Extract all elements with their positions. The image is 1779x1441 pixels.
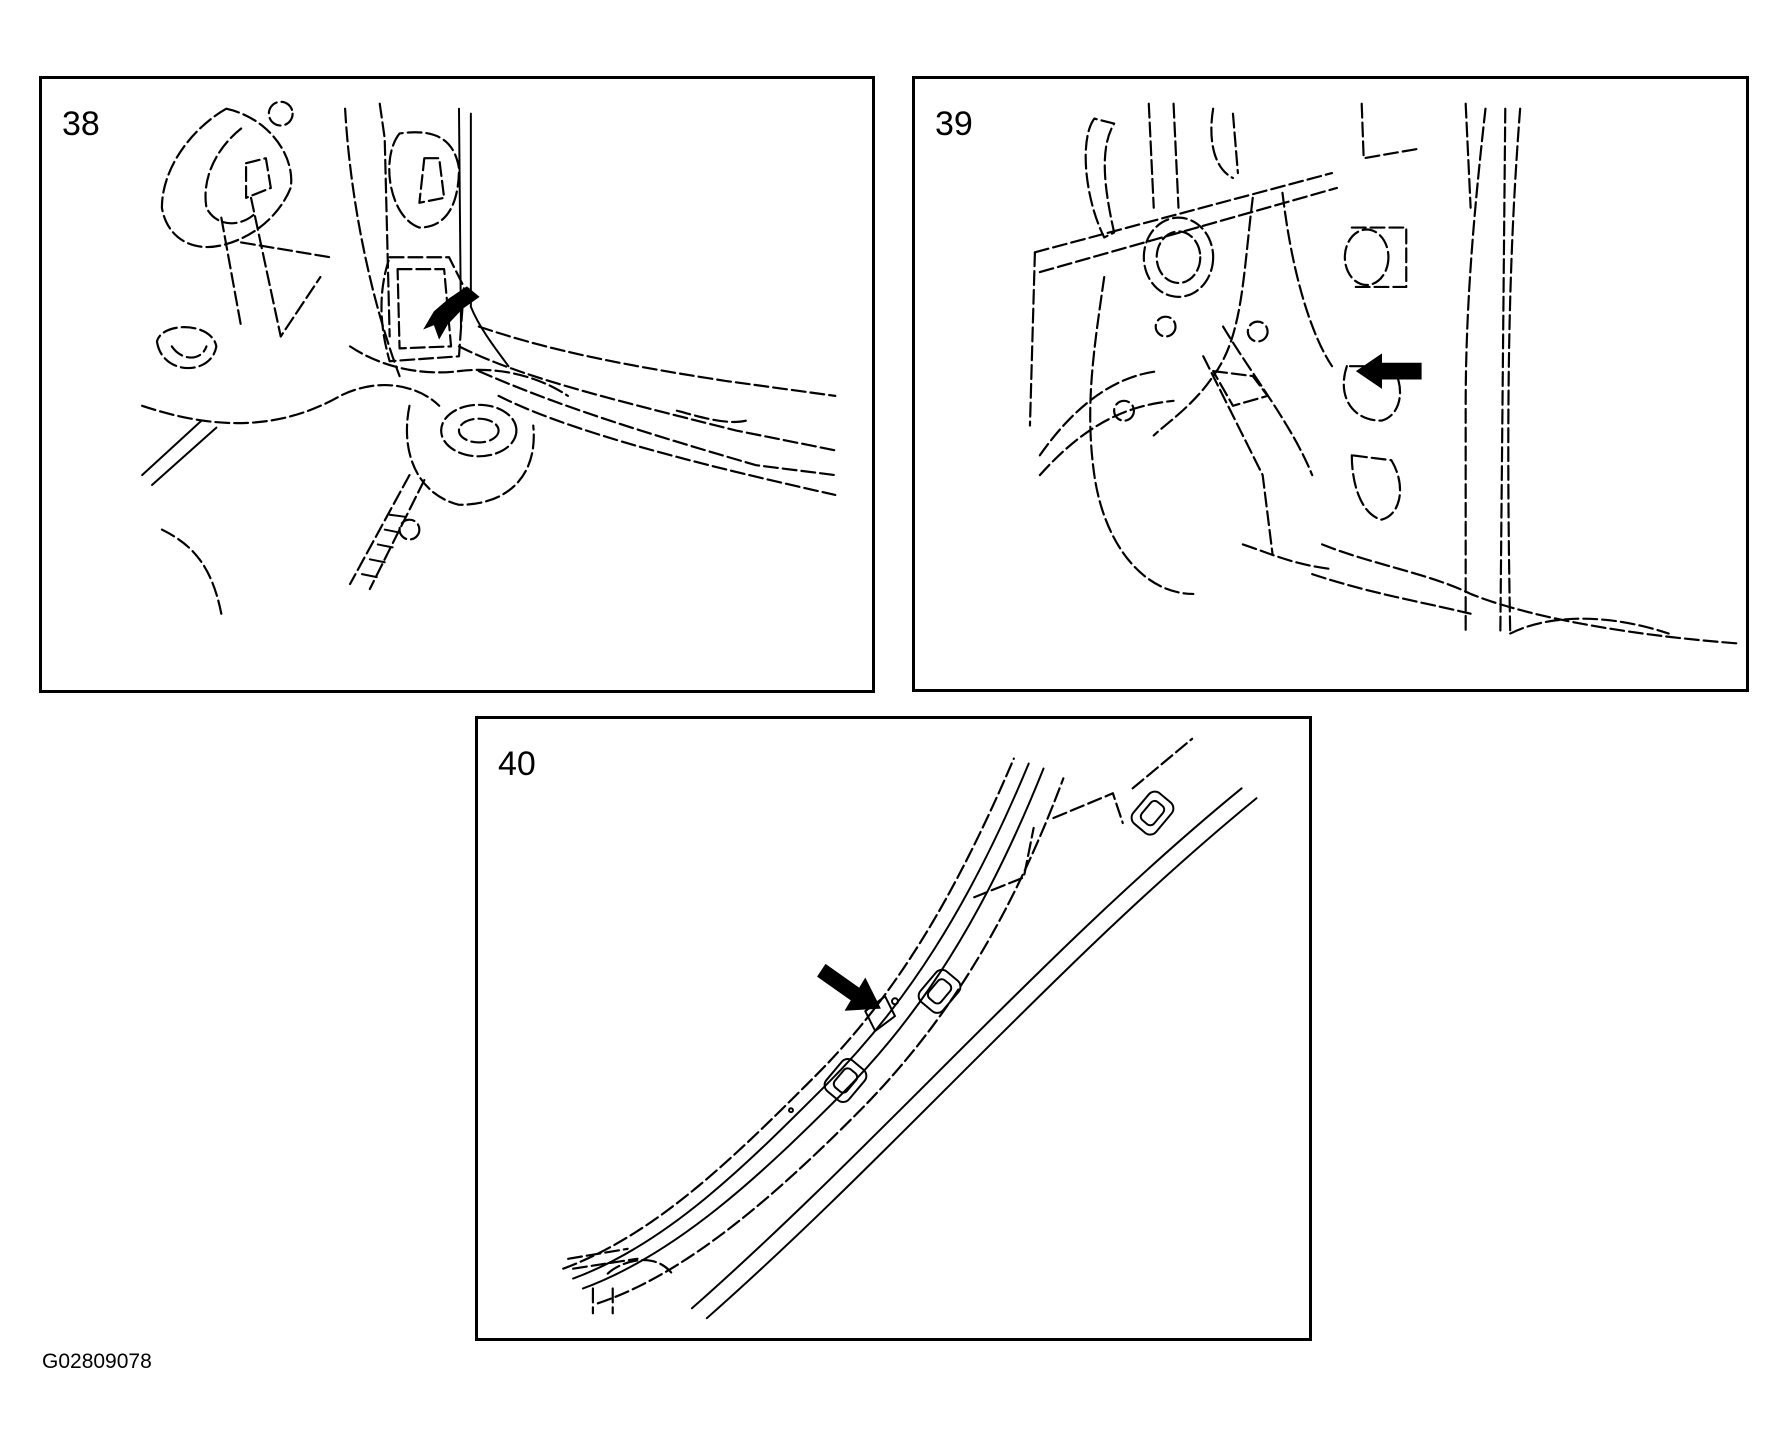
retainer-clip-3 [823,1058,868,1103]
strap-line-2 [368,478,426,591]
bottom-sweep-3 [1509,617,1670,635]
upper-verticals [1147,102,1180,209]
mirror-housing-outline [160,107,293,249]
upper-left-post [1084,117,1116,239]
round-hole-left-inner [1155,230,1202,285]
a-pillar-line-outer [344,107,401,378]
center-curve-2 [1281,191,1334,368]
bottom-sweep-1 [1320,543,1740,645]
rail-end-lines [567,1247,639,1270]
a-pillar-line-solid-2 [469,112,510,368]
panel-38-drawing [141,100,837,615]
figure-id: G02809078 [42,1350,152,1373]
arrow-indicator-39 [1355,353,1422,389]
panel-number: 40 [498,745,536,783]
illustration-panel-40: 40 [475,716,1312,1341]
rail-lower-2 [705,797,1258,1320]
center-bolt-recess [405,404,535,506]
rail-end-ticks [591,1287,614,1315]
latch-lower [1342,365,1401,422]
round-hole-left [1142,216,1215,298]
latch-upper-box [1350,226,1408,289]
small-dot-2 [788,1107,794,1114]
upper-clip [418,157,446,204]
cowl-lower-left [141,384,441,425]
top-right-tick [1131,737,1194,790]
upper-right-bracket [1360,102,1423,160]
roof-rail-lower [477,370,837,477]
roof-band-upper [1033,171,1334,254]
channel-step [973,826,1035,899]
strap-line-1 [348,474,411,586]
roof-rail-middle [457,345,837,452]
arrow-indicator-38 [423,286,480,340]
rail-lower-1 [690,787,1243,1310]
left-bracket-crossline [240,241,332,259]
roof-rail-upper [477,325,837,397]
rail-line-1 [562,757,1015,1270]
bottom-sweep-2 [1311,573,1472,615]
panel-number: 38 [62,105,100,143]
panel-40-drawing [562,737,1258,1320]
center-clip [1212,370,1269,407]
window-opening [380,256,466,363]
upper-bracket [1210,107,1239,180]
center-bolt [457,417,500,444]
top-bolt-hole [267,100,294,127]
round-hole-right [1343,228,1390,287]
a-pillar-line-inner [378,102,391,338]
upper-tick-vert [1464,102,1472,209]
rail-line-4 [596,777,1065,1305]
left-access-hole [155,326,218,370]
center-curve-1 [1152,196,1254,437]
retainer-clip-1 [1130,790,1175,836]
illustration-panel-39: 39 [912,76,1749,692]
panel-number: 39 [935,105,973,143]
roof-band-lower [1038,186,1339,274]
lower-left-curve [160,528,223,615]
center-curve-3 [1202,355,1274,556]
retainer-clip-2 [917,968,962,1014]
small-dot [891,997,899,1006]
panel-39-drawing [1028,102,1740,645]
bolt-small-1 [1246,320,1269,343]
top-channel [1052,792,1124,825]
left-curve-2 [1038,399,1175,477]
bolt-small-3 [1113,399,1136,422]
arrow-indicator-40 [817,963,881,1011]
lower-bolt-hole [398,518,421,541]
illustration-panel-38: 38 [39,76,875,693]
mirror-housing-inner [204,127,258,225]
bottom-sweep-4 [1241,543,1334,571]
cowl-upper [348,345,570,397]
roof-rail-bottom [497,394,837,497]
strap-ticks [360,513,406,579]
rail-end-curve [606,1258,674,1275]
a-pillar-line-solid-1 [457,107,462,328]
left-bracket-lines [220,196,322,338]
bolt-small-2 [1154,315,1177,338]
b-pillar-mid [1499,107,1507,635]
b-pillar-outer [1464,107,1487,635]
left-big-curve [1089,275,1195,596]
rail-notch [675,409,748,424]
small-retainer [864,995,896,1032]
upper-bracket-outline [388,131,461,229]
window-opening-inner [396,268,453,350]
center-curve-4 [1221,325,1314,477]
rail-line-2 [572,762,1030,1280]
left-access-hole-inner [170,345,208,359]
center-bolt-ring [440,403,518,458]
rail-line-3 [582,767,1045,1290]
left-edge-vert [1028,251,1036,427]
mirror-bracket [244,157,272,199]
b-pillar-inner [1507,107,1522,635]
lower-left-edge [141,419,218,487]
latch-bottom [1350,454,1401,521]
left-curve-1 [1038,370,1160,457]
